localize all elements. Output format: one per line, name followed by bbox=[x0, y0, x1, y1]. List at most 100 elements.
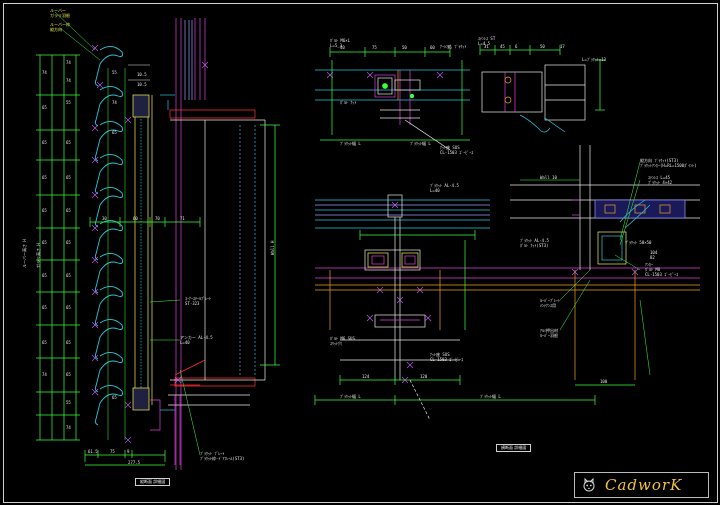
x-marker bbox=[391, 201, 399, 209]
rm-rb-2: ﾒﾝﾃﾅﾝｽ用 bbox=[540, 303, 556, 308]
left-glass bbox=[184, 20, 193, 100]
louver-blade bbox=[94, 121, 123, 162]
x-marker bbox=[124, 401, 132, 409]
x-marker bbox=[396, 296, 404, 304]
x-marker bbox=[124, 116, 132, 124]
left-dim-chain bbox=[39, 55, 77, 440]
label-top-direction: 縦方向 bbox=[50, 27, 62, 32]
x-marker bbox=[401, 376, 409, 384]
left-dim-value: 65 bbox=[42, 240, 47, 245]
x-marker bbox=[96, 81, 104, 89]
x-marker bbox=[91, 224, 99, 232]
rm-right-label-6: ﾎﾞﾙﾄ M8 bbox=[645, 267, 661, 272]
x-marker bbox=[201, 61, 209, 69]
right-top-left-detail bbox=[315, 47, 470, 151]
right-dim-value: 65 bbox=[66, 140, 71, 145]
bottom-dim-3: 9 bbox=[127, 449, 130, 454]
label-top-frame: ルーバー枠 bbox=[50, 22, 70, 27]
left-callout-3: アンカー AL-4.5 bbox=[180, 335, 213, 340]
x-marker bbox=[91, 321, 99, 329]
x-marker bbox=[91, 388, 99, 396]
x-marker bbox=[91, 288, 99, 296]
rm-bottom-label-3: ﾅｯﾄ座 SUS bbox=[430, 352, 450, 357]
rt-left-label-2: L=5_3 bbox=[330, 43, 343, 48]
rt-left-dim-value: 75 bbox=[447, 45, 452, 50]
near-dim-value: 65 bbox=[112, 130, 117, 135]
cat-face-icon bbox=[583, 478, 595, 492]
rm-bottom-dim-3: 100 bbox=[600, 379, 608, 384]
rm-rb-1: ﾙｰﾊﾞｰﾌﾞﾚｰﾄ bbox=[540, 298, 560, 303]
rm-right-label-4: ﾌﾞﾗｹｯﾄ 4×42 bbox=[648, 180, 673, 185]
rm-right-dim-2: 82 bbox=[650, 255, 655, 260]
rt-left-dim-value: 40 bbox=[340, 45, 345, 50]
rm-right-label-1: 縦方向 ﾌﾞﾗｹｯﾄ(ST3) bbox=[640, 158, 679, 163]
rm-right-callout-2: ﾎﾞﾙﾄ ﾅｯﾄ(ST3) bbox=[520, 243, 549, 248]
rm-rb-3: ｱﾙﾐ押出材 bbox=[540, 328, 558, 333]
right-dim-value: 65 bbox=[66, 372, 71, 377]
louver-blade bbox=[94, 352, 123, 393]
louver-blade bbox=[94, 154, 123, 195]
rt-bottom-2: ﾌﾞﾗｹｯﾄ幅 L bbox=[410, 141, 431, 146]
x-marker bbox=[366, 314, 374, 322]
rt-right-dim-value: 50 bbox=[540, 44, 545, 49]
left-dim-value: 65 bbox=[42, 305, 47, 310]
x-marker bbox=[376, 286, 384, 294]
left-dim-value: 74 bbox=[42, 70, 47, 75]
bottom-dim-2: 75 bbox=[110, 449, 115, 454]
x-marker bbox=[571, 268, 579, 276]
louver-blade bbox=[94, 286, 123, 327]
cadwork-logo: CadworK bbox=[574, 472, 709, 498]
right-dim-value: 65 bbox=[66, 175, 71, 180]
title-right: 横断面 詳細図 bbox=[496, 444, 532, 452]
left-callout-4: L=40 bbox=[180, 340, 190, 345]
bottom-dim-1: 61.5 bbox=[88, 449, 98, 454]
mid-dim-4: 71 bbox=[180, 216, 185, 221]
rm-bottom-big-1: ﾌﾞﾗｹｯﾄ幅 L bbox=[340, 394, 361, 399]
x-marker bbox=[326, 71, 334, 79]
right-dim-value: 65 bbox=[66, 240, 71, 245]
left-wall bbox=[175, 18, 206, 470]
x-marker bbox=[631, 268, 639, 276]
x-marker bbox=[91, 44, 99, 52]
right-mid-section bbox=[314, 145, 700, 421]
rm-right-label-2: ﾌﾞﾗｹｯﾄｱﾝｶｰ(H=RL=1500ﾎﾟｲﾝﾄ) bbox=[640, 163, 697, 168]
label-top-blade: ガラリ羽根 bbox=[50, 13, 70, 18]
mid-dim-2: 60 bbox=[133, 216, 138, 221]
x-marker bbox=[91, 156, 99, 164]
x-marker bbox=[91, 191, 99, 199]
left-dim-value: 65 bbox=[42, 175, 47, 180]
x-marker bbox=[416, 286, 424, 294]
right-dim-value: 74 bbox=[66, 60, 71, 65]
bottom-dim-total: 277.5 bbox=[128, 460, 141, 465]
louver-blade bbox=[94, 319, 123, 360]
rm-bottom-label-4: CL-1503 ｺﾞｰﾋﾟｰｽ bbox=[430, 357, 464, 362]
left-dim-value: 65 bbox=[42, 208, 47, 213]
louver-blades bbox=[94, 46, 123, 426]
rt-left-dim-value: 50 bbox=[402, 45, 407, 50]
louver-blade bbox=[94, 385, 123, 426]
rm-right-label-5: ｱﾝｶｰ bbox=[645, 262, 653, 267]
rt-bottom-1: ﾌﾞﾗｹｯﾄ幅 L bbox=[340, 141, 361, 146]
near-dim-value: 65 bbox=[112, 395, 117, 400]
right-dim-value: 55 bbox=[66, 100, 71, 105]
louver-blade bbox=[94, 46, 123, 87]
x-marker bbox=[366, 71, 374, 79]
right-dim-value: 65 bbox=[66, 305, 71, 310]
x-marker bbox=[91, 354, 99, 362]
rt-callout-1: ﾅｰｼﾝｸﾞ ﾌﾞﾗｹｯﾄ bbox=[440, 44, 467, 49]
left-callout-6: ﾌﾞﾗｹｯﾄ枠-ﾄﾞｱﾌﾚｰﾑ(ST3) bbox=[200, 456, 245, 461]
rt-right-label-3: L=ﾌﾞﾗｹｯﾄ=13 bbox=[582, 57, 607, 62]
rt-right-dim-value: 45 bbox=[500, 44, 505, 49]
rt-right-dim-value: 31 bbox=[484, 44, 489, 49]
x-marker bbox=[174, 376, 182, 384]
rm-right-callout-1: ﾌﾞﾗｹｯﾄ AL-4.5 bbox=[520, 238, 549, 243]
rm-rb-4: ﾙｰﾊﾞｰ羽根 bbox=[540, 333, 558, 338]
x-marker bbox=[406, 361, 414, 369]
left-dim-value: 65 bbox=[42, 140, 47, 145]
right-dim-value: 65 bbox=[66, 208, 71, 213]
right-dim-value: 65 bbox=[66, 340, 71, 345]
left-callout-2: ST-323 bbox=[185, 301, 200, 306]
left-callout-1: ｺｰﾅｰｽﾁｰﾙﾌﾟﾚｰﾄ bbox=[185, 296, 211, 301]
rm-right-label-3: ｽﾃﾝﾚｽ L=45 bbox=[648, 175, 671, 180]
